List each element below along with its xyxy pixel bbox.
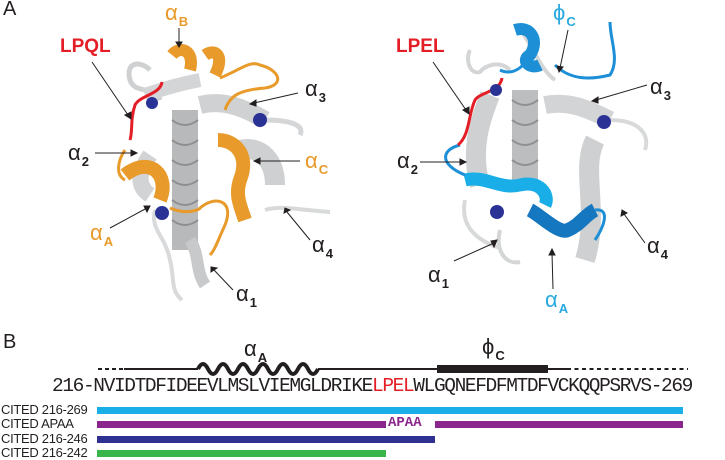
sequence-start: 216- <box>52 375 95 397</box>
protein-sequence: 216-NVIDTDFIDEEVLMSLVIEMGLDRIKELPELWLGQN… <box>52 375 694 397</box>
sequence-end: -269 <box>650 375 694 397</box>
lpql-motif-label: LPQL <box>60 36 111 57</box>
alpha-2-label-left: α2 <box>68 140 89 169</box>
secondary-helix-label: αA <box>244 336 268 365</box>
construct-label: CITED 216-246 <box>1 431 88 446</box>
alpha-c-label: αC <box>305 148 329 177</box>
sequence-after-motif: WLGQNEFDFMTDFVCKQQPSRVS <box>413 375 652 397</box>
alpha-4-label-left: α4 <box>312 232 333 261</box>
alpha-1-label-right: α1 <box>428 262 449 291</box>
left-protein-ribbon <box>117 44 331 302</box>
panel-b-letter: B <box>3 331 17 353</box>
alpha-1-label-left: α1 <box>236 281 257 310</box>
protein-structures-illustration <box>91 21 649 302</box>
panel-a-letter: A <box>3 0 17 20</box>
alpha-2-label-right: α2 <box>397 148 418 177</box>
construct-bar-apaa-left <box>97 421 386 428</box>
construct-bar-apaa-right <box>435 421 683 428</box>
secondary-strand-label: ϕC <box>482 334 505 363</box>
alpha-b-label: αB <box>165 0 189 29</box>
construct-label: CITED APAA <box>1 416 74 431</box>
alpha-a-label-right: αA <box>545 287 569 316</box>
lpel-motif-label: LPEL <box>396 36 445 57</box>
alpha-3-label-left: α3 <box>305 76 326 105</box>
alpha-3-label-right: α3 <box>650 74 671 103</box>
alpha-a-label-left: αA <box>90 220 114 249</box>
construct-bar-216-246 <box>97 436 435 443</box>
alpha-4-label-right: α4 <box>647 233 668 262</box>
construct-label: CITED 216-269 <box>1 402 88 417</box>
right-protein-ribbon <box>444 21 649 265</box>
sequence-motif: LPEL <box>372 375 415 397</box>
helix-alpha-a-icon <box>196 362 320 376</box>
construct-label: CITED 216-242 <box>1 445 88 460</box>
construct-bar-216-269 <box>97 407 683 414</box>
strand-phi-c-icon <box>437 365 548 373</box>
phi-c-label: ϕC <box>553 0 576 29</box>
sequence-before-motif: NVIDTDFIDEEVLMSLVIEMGLDRIKE <box>93 375 373 397</box>
apaa-mutation-label: APAA <box>388 415 422 431</box>
secondary-structure-diagram <box>98 362 688 376</box>
construct-bar-216-242 <box>97 450 386 457</box>
